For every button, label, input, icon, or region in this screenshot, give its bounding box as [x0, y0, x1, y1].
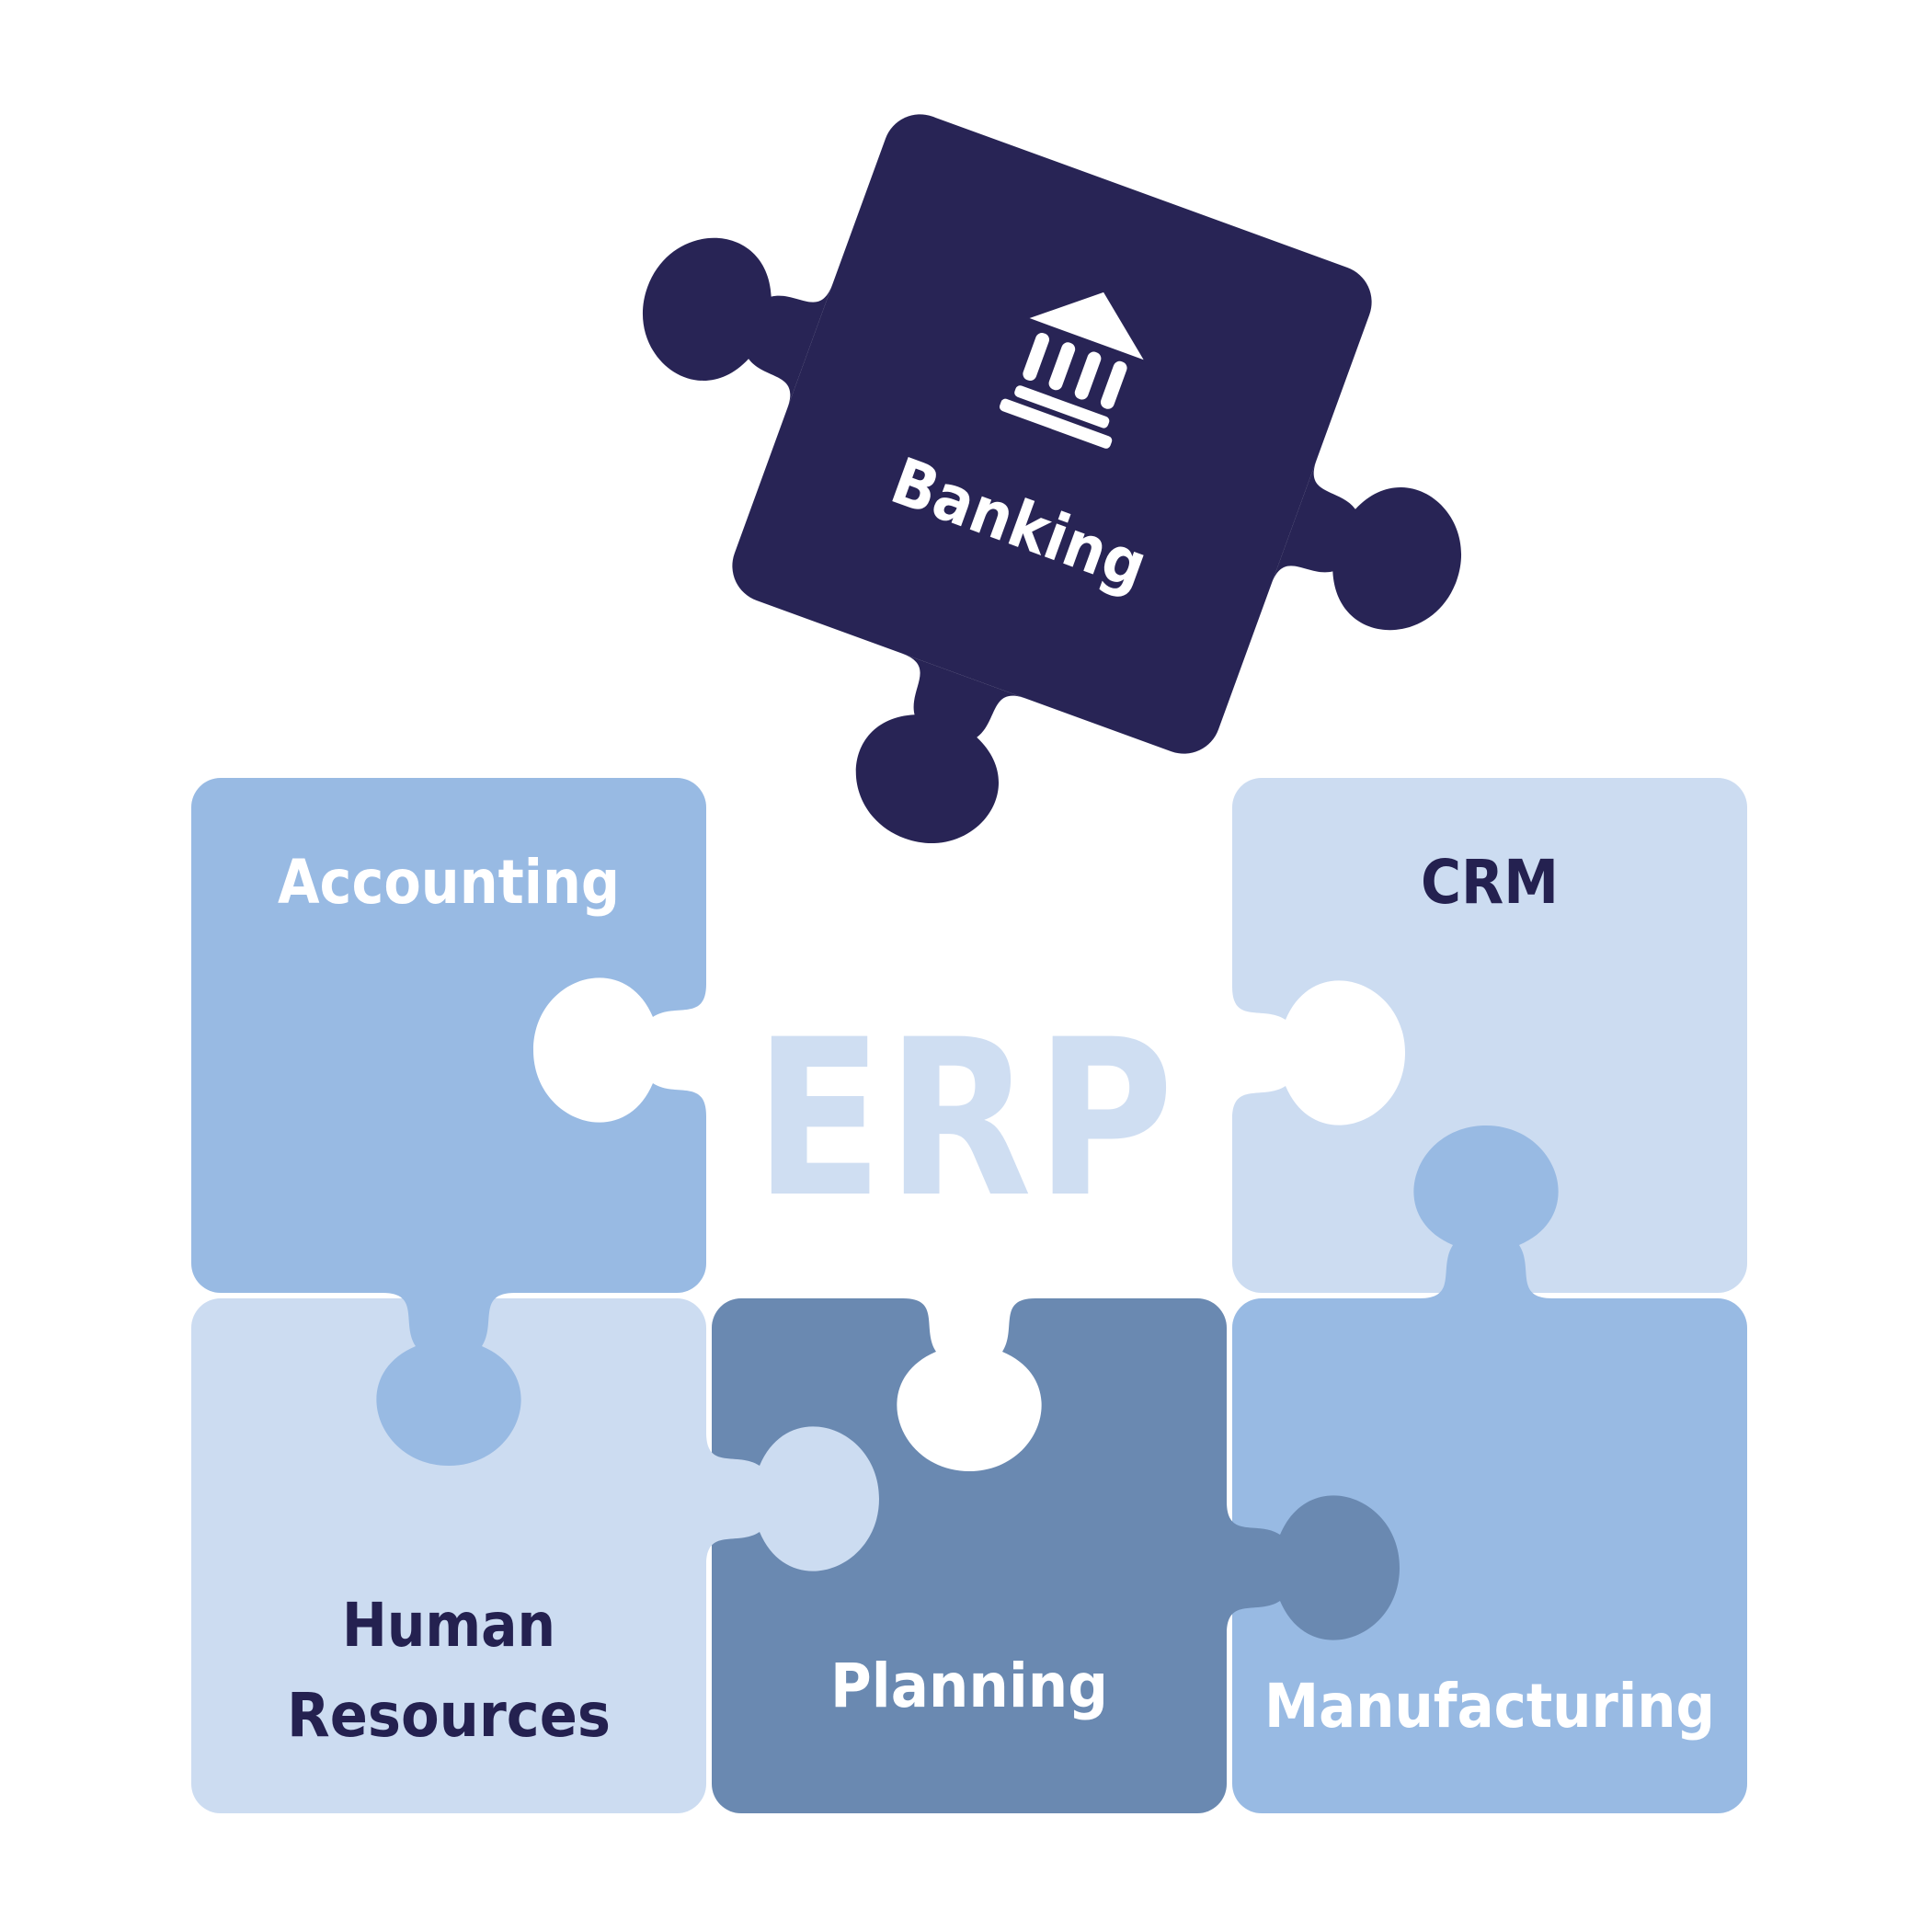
banking-piece: Banking [643, 114, 1461, 843]
bank-column-1 [1023, 333, 1049, 381]
planning-label: Planning [830, 1651, 1108, 1721]
bank-pediment [1029, 291, 1144, 360]
planning-piece-body [712, 1298, 1227, 1813]
crm-label: CRM [1421, 847, 1559, 918]
bank-column-2 [1048, 342, 1076, 391]
accounting-label: Accounting [278, 847, 620, 918]
bank-base-step-1 [1014, 385, 1110, 428]
bank-column-4 [1100, 360, 1127, 409]
accounting-bottom-tab [376, 1293, 521, 1466]
crm-left-socket [1232, 980, 1405, 1125]
planning-top-socket [897, 1298, 1042, 1471]
piece-labels: Accounting CRM Human Resources Planning … [278, 847, 1715, 1751]
human-resources-right-tab [706, 1426, 879, 1571]
banking-right-tab [1271, 460, 1461, 631]
empty-slot-sockets [533, 977, 1405, 1471]
human-resources-label-line1: Human [342, 1590, 555, 1661]
erp-center-label: ERP [754, 994, 1177, 1245]
interlocking-tabs [376, 1125, 1559, 1640]
banking-bottom-tab [855, 653, 1026, 843]
bank-base-step-2 [999, 398, 1113, 449]
human-resources-piece-body [191, 1298, 706, 1813]
planning-right-tab [1227, 1495, 1400, 1640]
accounting-piece-body [191, 778, 706, 1293]
bank-column-3 [1074, 351, 1102, 400]
manufacturing-label: Manufacturing [1264, 1671, 1715, 1742]
bank-building-icon [999, 291, 1144, 449]
puzzle-grid [191, 778, 1747, 1813]
banking-piece-body [732, 114, 1372, 754]
banking-left-tab [643, 237, 833, 408]
manufacturing-top-tab [1413, 1125, 1559, 1298]
crm-piece-body [1232, 778, 1747, 1293]
manufacturing-piece-body [1232, 1298, 1747, 1813]
accounting-right-socket [533, 977, 706, 1123]
human-resources-label-line2: Resources [287, 1680, 611, 1751]
